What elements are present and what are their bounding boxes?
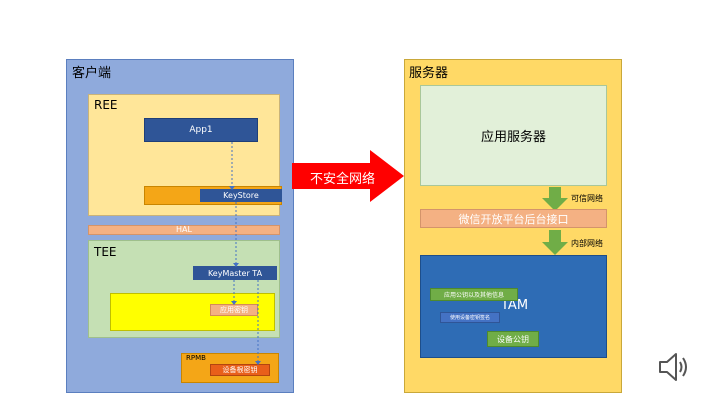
app-key-label: 应用密钥 [220, 306, 248, 314]
client-title: 客户端 [72, 66, 112, 81]
keymaster-box: KeyMaster TA [193, 266, 277, 280]
usage-key-box: 使用设备密钥签名 [440, 312, 500, 323]
internal-network-arrow [542, 230, 568, 255]
app1-box: App1 [144, 118, 258, 142]
insecure-network-label: 不安全网络 [310, 172, 376, 187]
app-key-box: 应用密钥 [210, 304, 258, 316]
device-pubkey-label: 设备公钥 [497, 334, 529, 344]
internal-network-label: 内部网络 [571, 239, 603, 248]
trusted-network-arrow [542, 187, 568, 211]
hal-bar: HAL [88, 225, 280, 235]
app-server-box: 应用服务器 [420, 85, 607, 186]
keystore-label: KeyStore [223, 191, 259, 200]
keystore-box: KeyStore [200, 189, 282, 202]
app-pubkey-box: 应用公钥以及其他信息 [430, 288, 518, 301]
wechat-backend-label: 微信开放平台后台接口 [458, 212, 569, 226]
device-root-key-label: 设备根密钥 [222, 366, 258, 374]
app-pubkey-label: 应用公钥以及其他信息 [443, 292, 504, 299]
server-title: 服务器 [409, 66, 449, 81]
trusted-network-label: 可信网络 [571, 194, 603, 203]
ree-title: REE [94, 98, 118, 112]
hal-label: HAL [176, 225, 192, 234]
app1-label: App1 [189, 125, 213, 135]
keymaster-label: KeyMaster TA [207, 268, 263, 278]
device-root-key-box: 设备根密钥 [210, 364, 270, 376]
device-pubkey-box: 设备公钥 [487, 331, 539, 347]
speaker-icon[interactable] [656, 350, 692, 384]
tee-title: TEE [94, 245, 117, 259]
insecure-network-arrow [292, 150, 404, 202]
ifaa-title: TAM [501, 298, 529, 313]
app-server-label: 应用服务器 [480, 130, 546, 145]
usage-key-label: 使用设备密钥签名 [449, 315, 490, 321]
rpmb-title: RPMB [186, 354, 206, 362]
wechat-backend-box: 微信开放平台后台接口 [420, 209, 607, 228]
